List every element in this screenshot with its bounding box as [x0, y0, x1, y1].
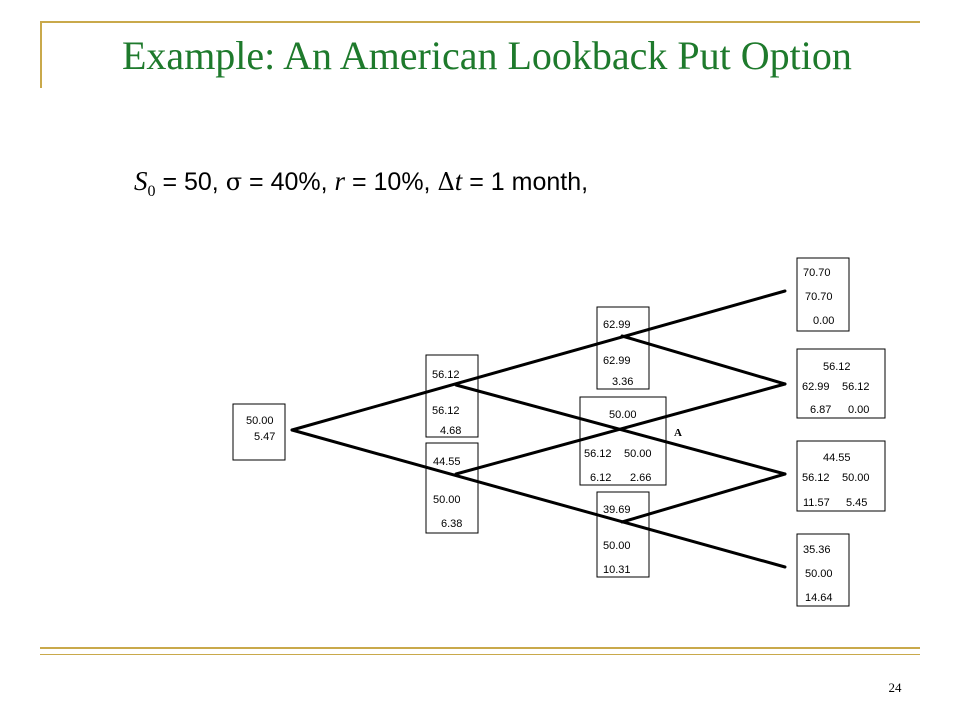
step2-dd-price: 39.69 — [603, 504, 631, 516]
node-box-step2-uu — [596, 306, 650, 390]
step3-uud-option-b: 0.00 — [848, 404, 869, 416]
step1-up-option: 4.68 — [440, 425, 461, 437]
root-option: 5.47 — [254, 431, 275, 443]
step3-uud-option-a: 6.87 — [810, 404, 831, 416]
decor-bottom-line-2 — [40, 654, 920, 655]
parameters-line: S0 = 50, σ = 40%, r = 10%, Δt = 1 month, — [134, 166, 588, 201]
step3-uuu-max: 70.70 — [805, 291, 833, 303]
param-sigma-value: = 40%, — [242, 168, 335, 196]
branch-root-down — [290, 428, 787, 569]
decor-vertical-line — [40, 21, 42, 88]
step1-down-max: 50.00 — [433, 494, 461, 506]
step1-down-price: 44.55 — [433, 456, 461, 468]
step1-up-price: 56.12 — [432, 369, 460, 381]
step1-down-option: 6.38 — [441, 518, 462, 530]
step2-ud-option-a: 6.12 — [590, 472, 611, 484]
page-number: 24 — [888, 680, 902, 695]
node-box-step3-ddd — [796, 533, 850, 607]
step3-uuu-price: 70.70 — [803, 267, 831, 279]
step3-udd-max-b: 50.00 — [842, 472, 870, 484]
step3-uuu-option: 0.00 — [813, 315, 834, 327]
node-box-step3-uuu — [796, 257, 850, 332]
param-r-symbol: r — [334, 166, 346, 196]
node-label-a: A — [674, 427, 682, 439]
step3-ddd-max: 50.00 — [805, 568, 833, 580]
step3-ddd-option: 14.64 — [805, 592, 833, 604]
step3-uud-max-a: 62.99 — [802, 381, 830, 393]
node-box-step2-dd — [596, 491, 650, 578]
step2-uu-option: 3.36 — [612, 376, 633, 388]
decor-top-line — [40, 21, 920, 23]
step2-uu-price: 62.99 — [603, 319, 631, 331]
node-box-step1-down — [425, 442, 479, 534]
step3-udd-option-b: 5.45 — [846, 497, 867, 509]
branch-step2uu-down — [620, 334, 787, 386]
node-box-root — [232, 403, 286, 461]
step3-uud-price: 56.12 — [823, 361, 851, 373]
param-delta-symbol: Δ — [437, 168, 455, 196]
step2-uu-max: 62.99 — [603, 355, 631, 367]
step3-udd-option-a: 11.57 — [803, 497, 830, 509]
param-t-symbol: t — [454, 166, 463, 196]
step2-dd-option: 10.31 — [603, 564, 631, 576]
step3-uud-max-b: 56.12 — [842, 381, 870, 393]
root-price: 50.00 — [246, 415, 274, 427]
step1-up-max: 56.12 — [432, 405, 460, 417]
node-box-step2-ud — [579, 396, 667, 486]
step3-ddd-price: 35.36 — [803, 544, 831, 556]
step2-ud-max-b: 50.00 — [624, 448, 652, 460]
step2-dd-max: 50.00 — [603, 540, 631, 552]
step3-udd-price: 44.55 — [823, 452, 851, 464]
node-box-step3-uud — [796, 348, 886, 419]
param-s-value: = 50, — [155, 168, 226, 196]
branch-step2dd-up — [620, 472, 787, 524]
param-s-symbol: S — [134, 166, 148, 196]
step3-udd-max-a: 56.12 — [802, 472, 830, 484]
step2-ud-option-b: 2.66 — [630, 472, 651, 484]
param-sigma-symbol: σ — [225, 168, 243, 196]
param-r-value: = 10%, — [345, 168, 438, 196]
branch-root-up — [290, 289, 787, 432]
decor-bottom-line-1 — [40, 647, 920, 649]
step2-ud-price: 50.00 — [609, 409, 637, 421]
branch-step1down-up — [454, 382, 787, 476]
node-box-step1-up — [425, 354, 479, 438]
slide-title: Example: An American Lookback Put Option — [122, 33, 852, 78]
param-s-subscript: 0 — [147, 183, 156, 200]
step2-ud-max-a: 56.12 — [584, 448, 612, 460]
node-box-step3-udd — [796, 440, 886, 512]
param-dt-value: = 1 month, — [462, 168, 589, 196]
